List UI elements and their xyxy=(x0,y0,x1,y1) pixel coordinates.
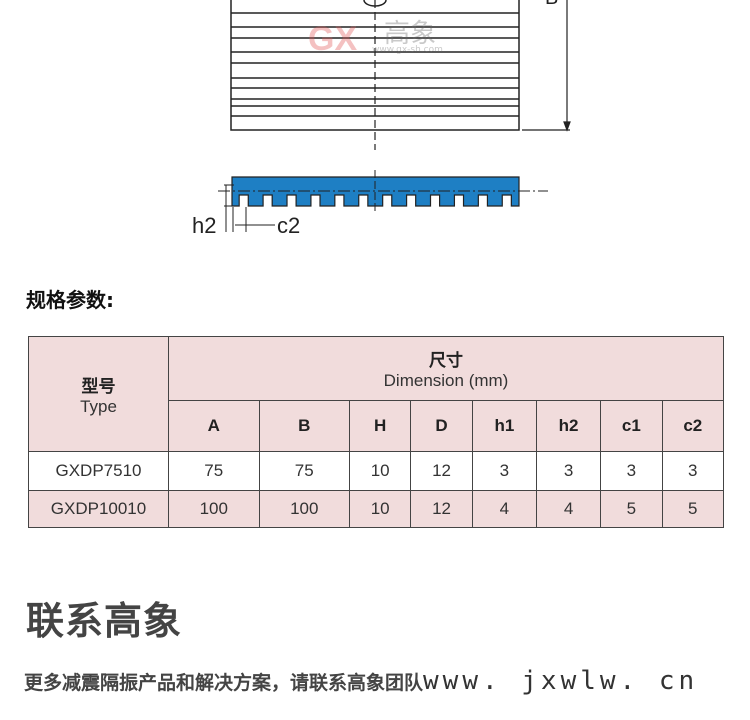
contact-text: 更多减震隔振产品和解决方案，请联系高象团队 xyxy=(24,672,424,694)
dimension-label-b: B xyxy=(545,0,558,9)
column-header-H: H xyxy=(348,400,412,452)
value-cell-B: 75 xyxy=(258,451,350,491)
svg-text:高象: 高象 xyxy=(384,19,436,49)
type-header-cn: 型号 xyxy=(81,376,116,396)
type-header-en: Type xyxy=(80,396,117,416)
column-header-h1: h1 xyxy=(471,400,537,452)
svg-text:GX: GX xyxy=(308,20,357,58)
column-header-A: A xyxy=(168,400,260,452)
type-header: 型号 Type xyxy=(28,336,169,452)
side-profile xyxy=(218,170,548,232)
watermark: GX 高象 www.gx-sh.com xyxy=(308,19,443,58)
value-cell-h1: 3 xyxy=(471,451,537,491)
dimension-header-en: Dimension (mm) xyxy=(383,371,509,390)
value-cell-h2: 3 xyxy=(535,451,602,491)
value-cell-c1: 3 xyxy=(600,451,663,491)
type-cell: GXDP7510 xyxy=(28,451,169,491)
value-cell-D: 12 xyxy=(410,451,473,491)
column-header-c1: c1 xyxy=(600,400,663,452)
dimension-label-h2: h2 xyxy=(192,213,216,238)
value-cell-A: 100 xyxy=(168,490,260,528)
value-cell-c1: 5 xyxy=(600,490,663,528)
column-header-B: B xyxy=(258,400,350,452)
spec-title: 规格参数: xyxy=(26,288,114,312)
value-cell-h2: 4 xyxy=(535,490,602,528)
value-cell-h1: 4 xyxy=(471,490,537,528)
contact-title: 联系高象 xyxy=(26,599,183,643)
dimension-b xyxy=(522,0,571,132)
value-cell-A: 75 xyxy=(168,451,260,491)
value-cell-H: 10 xyxy=(348,451,412,491)
dimension-label-c2: c2 xyxy=(277,213,300,238)
value-cell-B: 100 xyxy=(258,490,350,528)
contact-line: 更多减震隔振产品和解决方案，请联系高象团队www. jxwlw. cn xyxy=(24,666,698,696)
value-cell-c2: 5 xyxy=(661,490,725,528)
dimension-header-cn: 尺寸 xyxy=(429,351,463,370)
column-header-c2: c2 xyxy=(661,400,725,452)
dimension-header: 尺寸 Dimension (mm) xyxy=(168,336,724,401)
value-cell-H: 10 xyxy=(348,490,412,528)
product-drawing: B GX 高象 www.gx-sh.com h2 c2 xyxy=(192,0,571,238)
contact-url[interactable]: www. jxwlw. cn xyxy=(423,666,699,696)
svg-text:www.gx-sh.com: www.gx-sh.com xyxy=(372,45,443,55)
type-cell: GXDP10010 xyxy=(28,490,169,528)
value-cell-D: 12 xyxy=(410,490,473,528)
value-cell-c2: 3 xyxy=(661,451,725,491)
column-header-h2: h2 xyxy=(535,400,602,452)
column-header-D: D xyxy=(410,400,473,452)
